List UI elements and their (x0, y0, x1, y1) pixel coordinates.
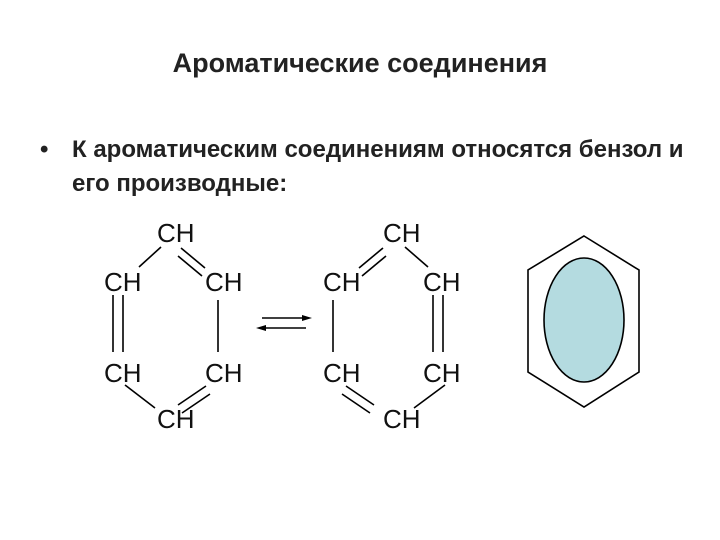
bond-top-upper-right-2 (177, 255, 203, 277)
right-ch-top: CH (383, 218, 421, 248)
bullet-text: К ароматическим соединениям относятся бе… (72, 136, 684, 197)
bond-top-upper-right (404, 246, 429, 268)
bond-top-upper-right-1 (180, 247, 206, 269)
bond-lower-left-bottom-2 (341, 393, 371, 414)
left-ch-bottom: CH (157, 404, 195, 434)
benzene-hexagon (527, 235, 640, 408)
aromatic-ring-circle (543, 257, 625, 383)
right-structure-bonds (332, 246, 446, 414)
right-ch-upper-left: CH (323, 267, 361, 297)
bond-top-upper-left (138, 246, 162, 268)
bond-top-upper-left-1 (358, 247, 384, 269)
right-structure-labels: CH CH CH CH CH CH (323, 218, 461, 434)
resonance-arrows (256, 315, 312, 331)
bond-lower-right-bottom-2 (181, 393, 211, 414)
bond-top-upper-left-2 (361, 255, 387, 277)
bond-lower-left-bottom-1 (345, 385, 375, 406)
left-structure-labels: CH CH CH CH CH CH (104, 218, 243, 434)
left-ch-upper-left: CH (104, 267, 142, 297)
left-ch-top: CH (157, 218, 195, 248)
bullet-marker: • (40, 136, 49, 163)
left-ch-upper-right: CH (205, 267, 243, 297)
right-ch-lower-right: CH (423, 358, 461, 388)
bond-lower-right-bottom-1 (177, 385, 207, 406)
right-ch-upper-right: CH (423, 267, 461, 297)
bond-lower-left-bottom (124, 384, 156, 409)
right-ch-lower-left: CH (323, 358, 361, 388)
left-structure-bonds (112, 246, 219, 414)
arrow-right-head (302, 315, 312, 321)
right-ch-bottom: CH (383, 404, 421, 434)
arrow-left-head (256, 325, 266, 331)
left-ch-lower-right: CH (205, 358, 243, 388)
left-ch-lower-left: CH (104, 358, 142, 388)
slide-title: Ароматические соединения (172, 48, 548, 78)
bond-lower-right-bottom (413, 384, 446, 409)
